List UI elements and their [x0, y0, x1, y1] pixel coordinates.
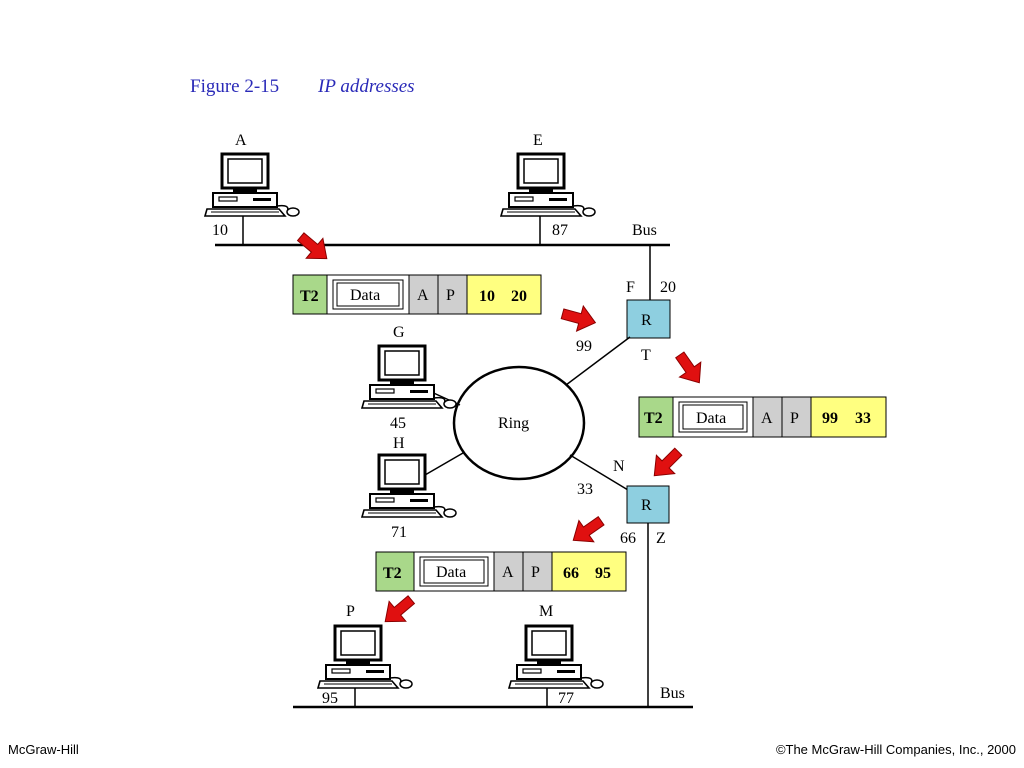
top-bus-label: Bus	[632, 222, 657, 239]
packet-3-trailer: T2	[383, 565, 402, 582]
computer-h-name: H	[393, 435, 405, 452]
computer-h-ring-link	[424, 452, 464, 476]
flow-arrow-3-icon	[668, 346, 711, 391]
footer-copyright: ©The McGraw-Hill Companies, Inc., 2000	[775, 742, 1016, 757]
packet-1-header-p: P	[446, 287, 455, 304]
router-1-ring-address: 99	[576, 338, 592, 355]
router-2	[626, 485, 670, 524]
packet-2-data: Data	[696, 410, 726, 427]
packet-3-src-address: 95	[595, 565, 611, 582]
packet-3-header-a: A	[502, 564, 514, 581]
packet-1-trailer: T2	[300, 288, 319, 305]
packet-2-header-p: P	[790, 410, 799, 427]
packet-2-src-address: 33	[855, 410, 871, 427]
router-2-bottom-name: Z	[656, 530, 666, 547]
flow-arrow-4-icon	[644, 441, 689, 486]
router-1-ring-link	[565, 336, 631, 386]
router-2-ring-name: N	[613, 458, 625, 475]
computer-h-icon	[360, 453, 458, 519]
computer-p-icon	[316, 624, 414, 690]
flow-arrow-1-icon	[291, 226, 336, 270]
computer-h-address: 71	[391, 524, 407, 541]
router-2-label: R	[641, 497, 652, 514]
router-2-ring-address: 33	[577, 481, 593, 498]
packet-3-data: Data	[436, 564, 466, 581]
packet-3: T2 Data A P 66 95	[375, 551, 627, 592]
footer-publisher: McGraw-Hill	[8, 742, 79, 757]
computer-g-name: G	[393, 324, 405, 341]
packet-2-trailer: T2	[644, 410, 663, 427]
packet-3-dst-address: 66	[563, 565, 579, 582]
computer-p-name: P	[346, 603, 355, 620]
computer-p-address: 95	[322, 690, 338, 707]
packet-1-src-address: 20	[511, 288, 527, 305]
packet-2-header-a: A	[761, 410, 773, 427]
router-2-ring-link	[569, 454, 629, 491]
packet-3-header-p: P	[531, 564, 540, 581]
packet-1-dst-address: 10	[479, 288, 495, 305]
computer-m-icon	[507, 624, 605, 690]
bottom-bus-label: Bus	[660, 685, 685, 702]
computer-m-name: M	[539, 603, 553, 620]
packet-1-header-a: A	[417, 287, 429, 304]
packet-2: T2 Data A P 99 33	[638, 396, 887, 438]
ring-label: Ring	[498, 415, 529, 432]
computer-e-icon	[499, 152, 597, 218]
computer-a-name: A	[235, 132, 247, 149]
flow-arrow-6-icon	[376, 589, 421, 633]
packet-2-dst-address: 99	[822, 410, 838, 427]
computer-g-icon	[360, 344, 458, 410]
packet-1: T2 Data A P 10 20	[292, 274, 542, 315]
flow-arrow-2-icon	[558, 300, 600, 336]
figure-title: IP addresses	[318, 76, 415, 97]
computer-m-address: 77	[558, 690, 574, 707]
router-1	[626, 299, 671, 339]
figure-number: Figure 2-15	[190, 76, 280, 97]
router-1-top-address: 20	[660, 279, 676, 296]
router-2-bottom-address: 66	[620, 530, 636, 547]
ring-network	[452, 365, 586, 481]
packet-1-data: Data	[350, 287, 380, 304]
computer-e-address: 87	[552, 222, 568, 239]
computer-a-icon	[203, 152, 301, 218]
router-1-label: R	[641, 312, 652, 329]
computer-a-address: 10	[212, 222, 228, 239]
computer-g-address: 45	[390, 415, 406, 432]
flow-arrow-5-icon	[565, 509, 610, 552]
router-1-top-name: F	[626, 279, 635, 296]
computer-e-name: E	[533, 132, 543, 149]
router-1-ring-name: T	[641, 347, 651, 364]
